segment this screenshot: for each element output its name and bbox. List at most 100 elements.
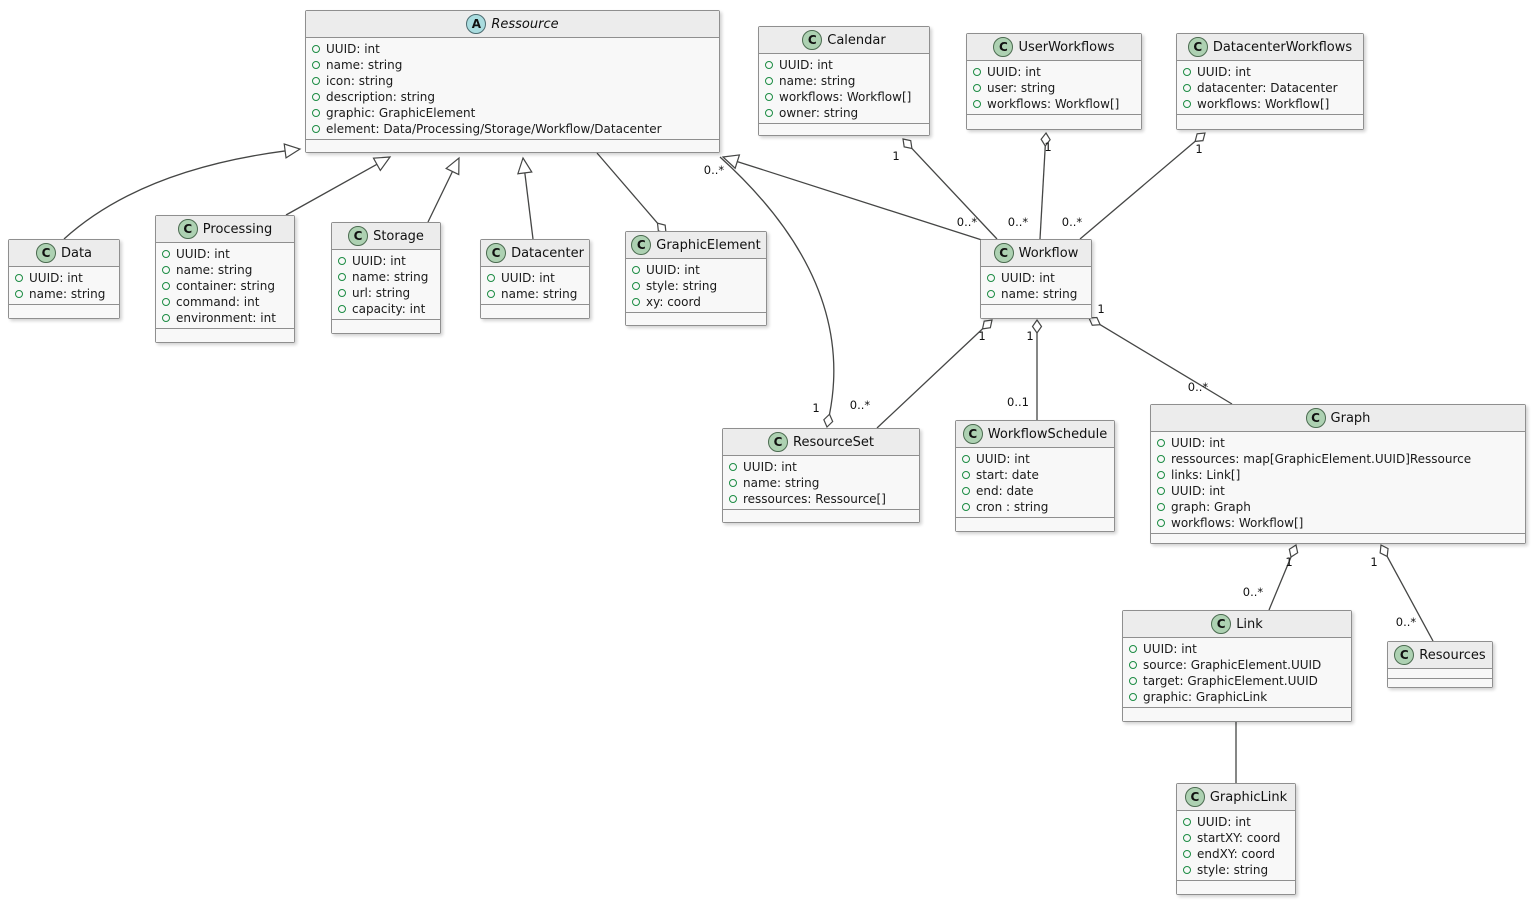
attribute: name: string xyxy=(338,269,434,285)
attribute: graphic: GraphicLink xyxy=(1129,689,1345,705)
field-visibility-icon xyxy=(1183,834,1191,842)
multiplicity-workflow-resourceset-near: 1 xyxy=(978,329,986,343)
class-header: C UserWorkflows xyxy=(967,34,1141,61)
multiplicity-graph-link-far: 0..* xyxy=(1242,585,1264,599)
attribute: UUID: int xyxy=(15,270,113,286)
class-header: C DatacenterWorkflows xyxy=(1177,34,1363,61)
attribute: cron : string xyxy=(962,499,1108,515)
class-title: Calendar xyxy=(827,32,886,48)
attribute: UUID: int xyxy=(987,270,1085,286)
attribute: UUID: int xyxy=(487,270,583,286)
multiplicity-calendar-far: 0..* xyxy=(956,215,978,229)
attribute: workflows: Workflow[] xyxy=(973,96,1135,112)
field-visibility-icon xyxy=(338,273,346,281)
attribute: workflows: Workflow[] xyxy=(1183,96,1357,112)
multiplicity-calendar-near: 1 xyxy=(892,149,900,163)
field-visibility-icon xyxy=(312,45,320,53)
multiplicity-userworkflows-near: 1 xyxy=(1044,140,1052,154)
attribute: element: Data/Processing/Storage/Workflo… xyxy=(312,121,713,137)
class-icon: C xyxy=(177,219,198,239)
attribute: owner: string xyxy=(765,105,923,121)
class-icon: C xyxy=(631,235,652,255)
multiplicity-resourceset-ressource-near: 1 xyxy=(812,401,820,415)
attribute: endXY: coord xyxy=(1183,846,1289,862)
field-visibility-icon xyxy=(312,61,320,69)
field-visibility-icon xyxy=(962,487,970,495)
attribute: workflows: Workflow[] xyxy=(765,89,923,105)
attribute: name: string xyxy=(162,262,288,278)
field-visibility-icon xyxy=(1183,818,1191,826)
class-header: C Datacenter xyxy=(481,240,589,267)
attribute: user: string xyxy=(973,80,1135,96)
field-visibility-icon xyxy=(1129,693,1137,701)
class-header: C Workflow xyxy=(981,240,1091,267)
class-header: A Ressource xyxy=(306,11,719,38)
methods-compartment xyxy=(481,304,589,318)
field-visibility-icon xyxy=(487,290,495,298)
methods-compartment xyxy=(723,509,919,522)
attribute: UUID: int xyxy=(729,459,913,475)
field-visibility-icon xyxy=(729,479,737,487)
multiplicity-workflow-graph-far: 0..* xyxy=(1187,380,1209,394)
attribute: name: string xyxy=(729,475,913,491)
field-visibility-icon xyxy=(1183,68,1191,76)
abstract-class-icon: A xyxy=(466,14,487,34)
multiplicity-graph-link-near: 1 xyxy=(1285,555,1293,569)
class-title: Resources xyxy=(1419,647,1486,663)
attribute: UUID: int xyxy=(1183,814,1289,830)
methods-compartment xyxy=(332,319,440,333)
attribute: graph: Graph xyxy=(1157,499,1519,515)
class-title: Graph xyxy=(1330,410,1371,426)
methods-compartment xyxy=(626,312,766,325)
class-icon: C xyxy=(1184,787,1205,807)
field-visibility-icon xyxy=(162,314,170,322)
field-visibility-icon xyxy=(973,100,981,108)
attribute: description: string xyxy=(312,89,713,105)
attribute: UUID: int xyxy=(962,451,1108,467)
attribute: icon: string xyxy=(312,73,713,89)
multiplicity-userworkflows-far: 0..* xyxy=(1007,215,1029,229)
attribute: command: int xyxy=(162,294,288,310)
class-title: Storage xyxy=(373,228,424,244)
field-visibility-icon xyxy=(1157,503,1165,511)
attribute: style: string xyxy=(1183,862,1289,878)
field-visibility-icon xyxy=(962,455,970,463)
attribute: UUID: int xyxy=(338,253,434,269)
field-visibility-icon xyxy=(162,250,170,258)
class-header: C GraphicElement xyxy=(626,232,766,259)
field-visibility-icon xyxy=(312,77,320,85)
attribute: UUID: int xyxy=(632,262,760,278)
class-title: DatacenterWorkflows xyxy=(1212,39,1353,55)
class-icon: C xyxy=(35,243,56,263)
class-header: C Link xyxy=(1123,611,1351,638)
multiplicity-resourceset-ressource-far: 0..* xyxy=(703,163,725,177)
attribute: UUID: int xyxy=(765,57,923,73)
field-visibility-icon xyxy=(1157,487,1165,495)
class-icon: C xyxy=(802,30,823,50)
field-visibility-icon xyxy=(1183,84,1191,92)
attribute: UUID: int xyxy=(162,246,288,262)
class-title: GraphicLink xyxy=(1209,789,1288,805)
class-icon: C xyxy=(962,424,983,444)
attribute: environment: int xyxy=(162,310,288,326)
field-visibility-icon xyxy=(973,84,981,92)
class-icon: C xyxy=(1187,37,1208,57)
attribute: name: string xyxy=(15,286,113,302)
attribute: UUID: int xyxy=(312,41,713,57)
class-icon: C xyxy=(486,243,507,263)
field-visibility-icon xyxy=(162,266,170,274)
multiplicity-workflow-resourceset-far: 0..* xyxy=(849,398,871,412)
